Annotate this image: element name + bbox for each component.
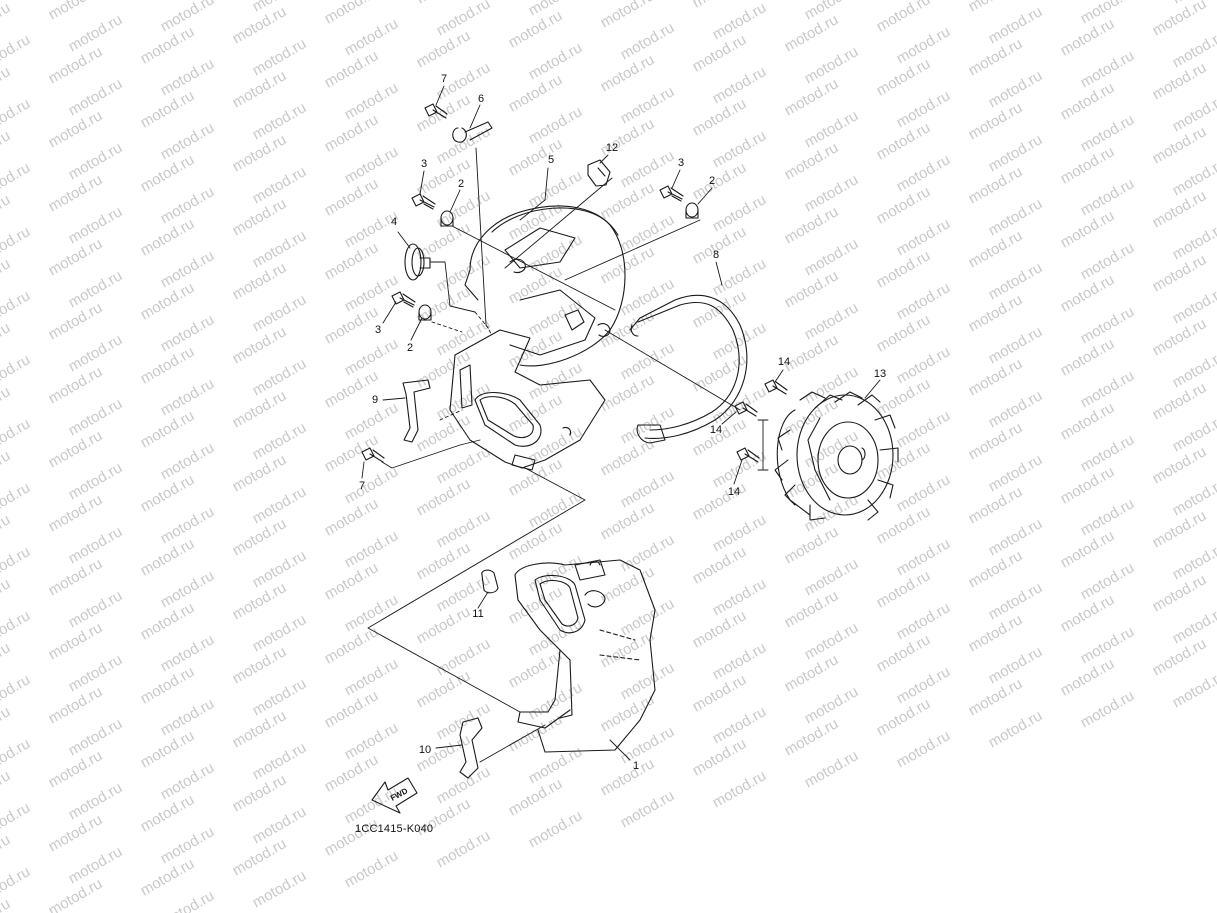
callout-5: 5 (547, 154, 555, 166)
plate-part-10 (459, 717, 483, 779)
callout-2: 2 (708, 175, 716, 187)
callout-14: 14 (777, 356, 791, 368)
callout-7: 7 (440, 73, 448, 85)
callout-12: 12 (605, 142, 619, 154)
grommet-part-4 (404, 243, 431, 281)
clamp-part-6 (452, 121, 493, 143)
leader-lines (361, 85, 881, 761)
callout-14: 14 (727, 486, 741, 498)
bracket-part-9 (402, 379, 431, 443)
callout-3: 3 (420, 158, 428, 170)
callout-10: 10 (418, 744, 432, 756)
callout-11: 11 (472, 608, 484, 620)
callout-4: 4 (390, 216, 398, 228)
fwd-arrow-icon (371, 777, 418, 814)
callout-3: 3 (677, 157, 685, 169)
assembly-lines (367, 147, 769, 763)
callout-9: 9 (371, 394, 379, 406)
callout-1: 1 (632, 760, 640, 772)
fan-shroud-part-5 (464, 205, 626, 367)
clip-part-12 (587, 159, 611, 187)
callout-2: 2 (457, 178, 465, 190)
diagram-code: 1CC1415-K040 (355, 823, 434, 835)
callout-14: 14 (709, 424, 723, 436)
callout-8: 8 (712, 249, 720, 261)
bolt-parts-14 (734, 379, 788, 463)
bolt-parts-3 (391, 185, 684, 308)
flywheel-fan-part-13 (774, 391, 899, 521)
cover-band-part-8 (629, 294, 748, 444)
callout-2: 2 (406, 342, 414, 354)
callout-7: 7 (358, 480, 366, 492)
screw-parts-7 (361, 103, 448, 463)
air-duct-part-1 (514, 559, 656, 753)
air-duct-upper-assembly (449, 329, 606, 471)
callout-6: 6 (477, 93, 485, 105)
callout-13: 13 (873, 368, 887, 380)
callout-3: 3 (374, 324, 382, 336)
collar-parts-2 (418, 202, 699, 321)
collar-part-11 (481, 569, 499, 594)
